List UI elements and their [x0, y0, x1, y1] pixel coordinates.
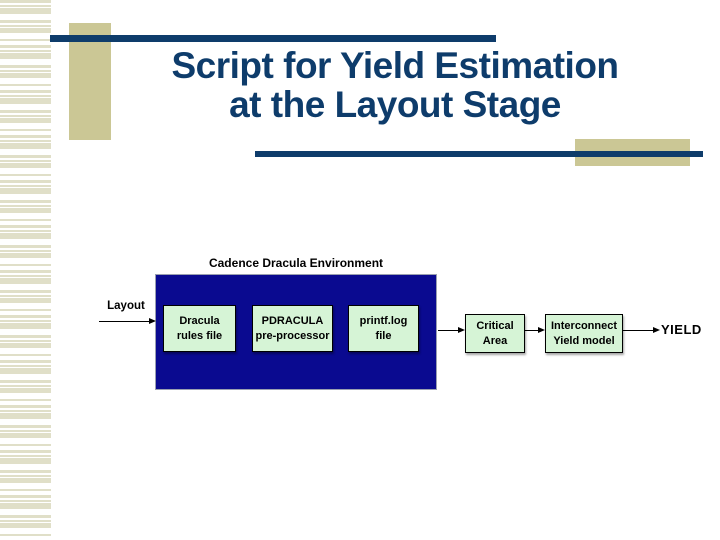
navy-rule-top: [50, 35, 496, 42]
interconnect-to-yield-arrow: [623, 327, 660, 333]
slide-title-line-2: at the Layout Stage: [229, 84, 561, 125]
box-label-line: rules file: [176, 329, 223, 342]
critical-area-box: Critical Area: [465, 314, 525, 353]
environment-to-critical-arrow: [438, 327, 465, 333]
box-label-line: Interconnect: [550, 319, 617, 332]
tan-accent-block-top: [69, 23, 111, 140]
box-label-line: printf.log: [359, 314, 408, 327]
layout-input-label: Layout: [107, 300, 145, 312]
printf-log-file-box: printf.log file: [348, 305, 419, 352]
yield-output-label: YIELD: [661, 322, 702, 337]
box-label-line: Area: [482, 334, 508, 347]
slide-title-line-1: Script for Yield Estimation: [171, 45, 619, 86]
environment-label: Cadence Dracula Environment: [208, 256, 384, 270]
box-label-line: Yield model: [553, 334, 615, 347]
interconnect-yield-model-box: Interconnect Yield model: [545, 314, 623, 353]
box-label-line: file: [375, 329, 392, 342]
dracula-rules-file-box: Dracula rules file: [163, 305, 236, 352]
box-label-line: Critical: [476, 319, 514, 332]
pdracula-preprocessor-box: PDRACULA pre-processor: [252, 305, 333, 352]
box-label-line: PDRACULA: [261, 314, 324, 327]
box-label-line: Dracula: [179, 314, 220, 327]
layout-input-arrow: [99, 318, 156, 324]
navy-rule-bottom: [255, 151, 703, 157]
left-stripe-decoration: [0, 0, 51, 540]
box-label-line: pre-processor: [255, 329, 330, 342]
critical-to-interconnect-arrow: [525, 327, 545, 333]
